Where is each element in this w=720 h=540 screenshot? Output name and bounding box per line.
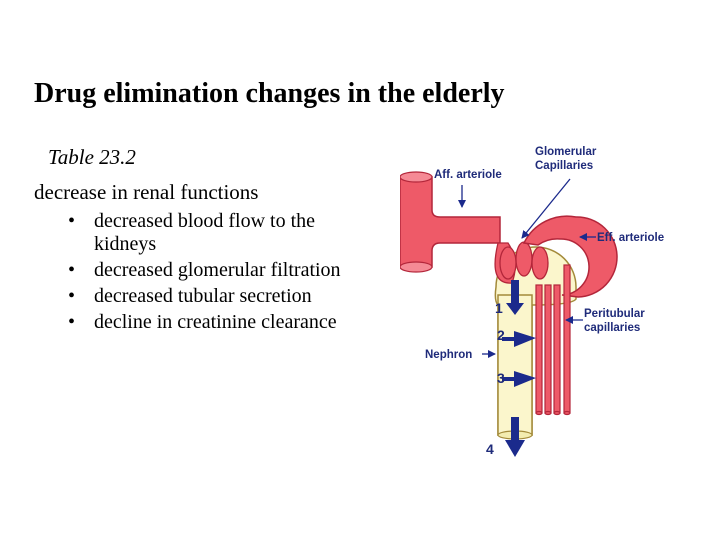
- glomerular-capillaries-label-line2: Capillaries: [535, 160, 593, 172]
- table-reference: Table 23.2: [48, 145, 136, 170]
- afferent-arteriole: [400, 177, 500, 267]
- nephron-diagram: Aff. arteriole Glomerular Capillaries Ef…: [400, 135, 690, 465]
- bullet-heading: decrease in renal functions: [34, 180, 258, 205]
- bullet-item: decreased glomerular filtration: [58, 259, 378, 282]
- nephron-label: Nephron: [425, 349, 472, 361]
- bullet-item: decreased tubular secretion: [58, 285, 378, 308]
- aff-arteriole-label: Aff. arteriole: [434, 169, 502, 181]
- peritubular-capillaries-label-line1: Peritubular: [584, 308, 645, 320]
- step-number-3: 3: [497, 370, 505, 386]
- bullet-item: decreased blood flow to the kidneys: [58, 210, 378, 256]
- slide-title: Drug elimination changes in the elderly: [34, 78, 505, 110]
- renal-tubule: [498, 295, 532, 435]
- afferent-arteriole-opening: [400, 262, 432, 272]
- step-number-1: 1: [495, 300, 503, 316]
- bullet-list: decreased blood flow to the kidneys decr…: [58, 210, 378, 337]
- step-number-4: 4: [486, 441, 494, 457]
- peritubular-capillaries-label-line2: capillaries: [584, 322, 640, 334]
- bullet-item: decline in creatinine clearance: [58, 311, 378, 334]
- eff-arteriole-label: Eff. arteriole: [597, 232, 664, 244]
- glomerular-capillaries-label-line1: Glomerular: [535, 146, 597, 158]
- step-number-2: 2: [497, 327, 505, 343]
